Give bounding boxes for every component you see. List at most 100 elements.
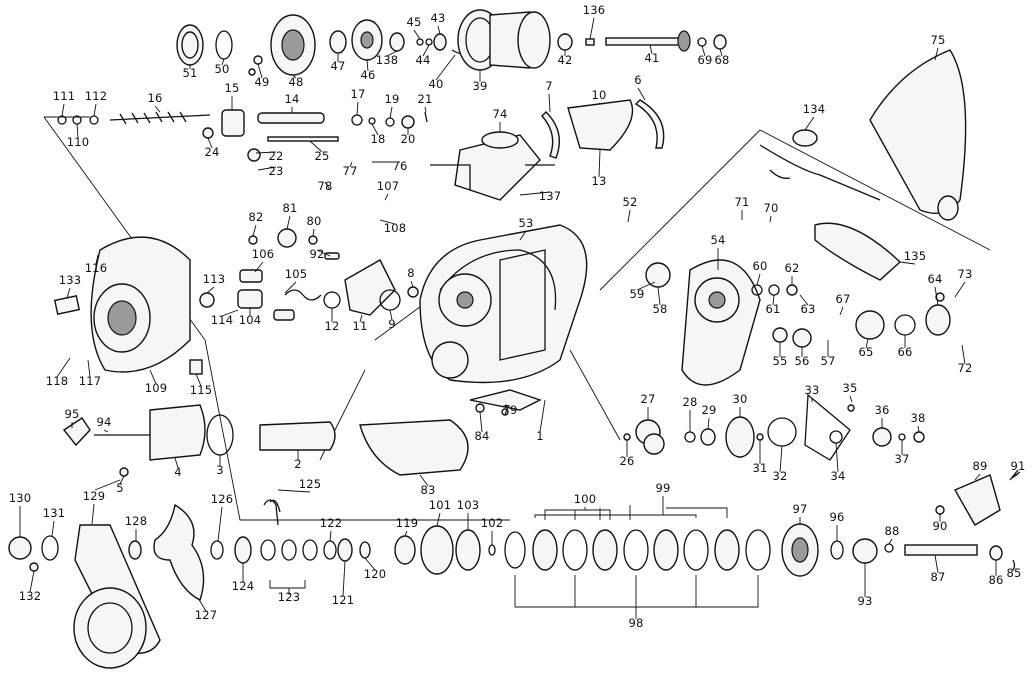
part-number-label: 40 [428, 77, 443, 91]
part-callout-130: 130 [9, 491, 31, 537]
part-number-label: 91 [1010, 459, 1025, 473]
part-number-label: 117 [79, 374, 102, 388]
part-callout-17: 17 [350, 87, 365, 116]
part-number-label: 64 [927, 272, 942, 286]
part-number-label: 42 [557, 53, 572, 67]
part-callout-77: 77 [342, 161, 357, 178]
part-number-label: 138 [376, 53, 399, 67]
leader-line [598, 149, 601, 178]
leader-line [437, 25, 441, 35]
leader-line [206, 286, 215, 294]
part-number-label: 2 [294, 457, 302, 471]
part-number-label: 47 [330, 59, 345, 73]
part-callout-4: 4 [174, 457, 182, 479]
leader-line [1012, 568, 1015, 571]
part-callout-37: 37 [894, 440, 909, 466]
part-number-label: 4 [174, 465, 182, 479]
part-callout-22: 22 [255, 149, 283, 163]
part-number-label: 48 [288, 75, 303, 89]
part-number-label: 57 [820, 354, 835, 368]
part-callout-134: 134 [803, 102, 826, 131]
part-callout-34: 34 [830, 442, 845, 483]
part-number-label: 25 [314, 149, 329, 163]
part-callout-12: 12 [324, 308, 339, 333]
leader-line [386, 50, 398, 57]
part-number-label: 52 [622, 195, 637, 209]
drag-brackets [269, 505, 759, 608]
part-callout-128: 128 [125, 514, 147, 541]
part-callout-117: 117 [79, 359, 102, 388]
leader-line [627, 209, 631, 223]
part-callout-92: 92 [309, 247, 331, 261]
part-number-label: 134 [803, 102, 826, 116]
part-callout-59: 59 [629, 281, 656, 301]
clutch-parts [430, 99, 665, 201]
part-callout-109: 109 [145, 369, 167, 395]
assembly-outline [43, 116, 991, 521]
part-number-label: 69 [697, 53, 712, 67]
leader-line [286, 215, 291, 230]
part-number-label: 132 [19, 589, 42, 603]
part-number-label: 131 [43, 506, 66, 520]
part-callout-102: 102 [481, 516, 503, 545]
part-callout-115: 115 [190, 373, 212, 397]
part-number-label: 123 [278, 590, 301, 604]
part-number-label: 93 [857, 594, 872, 608]
leader-line [479, 411, 483, 433]
leader-line [29, 570, 35, 593]
part-number-label: 75 [930, 33, 945, 47]
part-callout-69: 69 [697, 45, 712, 67]
leader-line [934, 286, 939, 306]
leader-line [284, 281, 297, 294]
part-callout-9: 9 [388, 309, 396, 331]
leader-line [255, 151, 277, 154]
part-number-label: 5 [116, 481, 124, 495]
leader-line [657, 286, 661, 306]
part-callout-19: 19 [384, 92, 399, 119]
part-number-label: 23 [268, 164, 283, 178]
part-callout-66: 66 [897, 335, 912, 359]
part-callout-123: 123 [278, 590, 301, 604]
part-callout-129: 129 [83, 489, 106, 525]
leader-line [504, 404, 511, 407]
leader-line [217, 506, 223, 542]
part-callout-108: 108 [379, 219, 406, 235]
part-callout-47: 47 [330, 53, 345, 73]
leader-line [899, 261, 916, 265]
part-number-label: 28 [682, 395, 697, 409]
part-callout-57: 57 [820, 340, 835, 368]
motor-assembly [62, 404, 469, 477]
leader-line [366, 59, 369, 72]
part-callout-133: 133 [59, 273, 81, 299]
part-number-label: 99 [655, 481, 670, 495]
part-callout-88: 88 [884, 524, 899, 545]
part-number-label: 27 [640, 392, 655, 406]
part-number-label: 41 [644, 51, 659, 65]
part-number-label: 14 [284, 92, 299, 106]
part-number-label: 112 [85, 89, 108, 103]
part-number-label: 1 [536, 429, 544, 443]
leader-line [154, 105, 161, 113]
part-number-label: 80 [306, 214, 321, 228]
part-callout-138: 138 [376, 50, 399, 67]
part-number-label: 124 [232, 579, 255, 593]
leader-line [371, 123, 379, 136]
leader-line [424, 106, 427, 113]
part-number-label: 15 [224, 81, 239, 95]
leader-line [839, 306, 844, 316]
leader-line [221, 58, 225, 66]
part-number-label: 129 [83, 489, 106, 503]
leader-line [254, 261, 264, 273]
part-number-label: 66 [897, 345, 912, 359]
part-number-label: 83 [420, 483, 435, 497]
part-callout-52: 52 [622, 195, 637, 223]
part-number-label: 97 [792, 502, 807, 516]
part-callout-85: 85 [1006, 566, 1021, 580]
spool-assembly [176, 9, 727, 76]
leader-line [598, 102, 601, 105]
leader-line [769, 215, 772, 223]
part-number-label: 76 [392, 159, 407, 173]
part-number-label: 67 [835, 292, 850, 306]
part-number-label: 90 [932, 519, 947, 533]
part-callout-43: 43 [430, 11, 445, 35]
